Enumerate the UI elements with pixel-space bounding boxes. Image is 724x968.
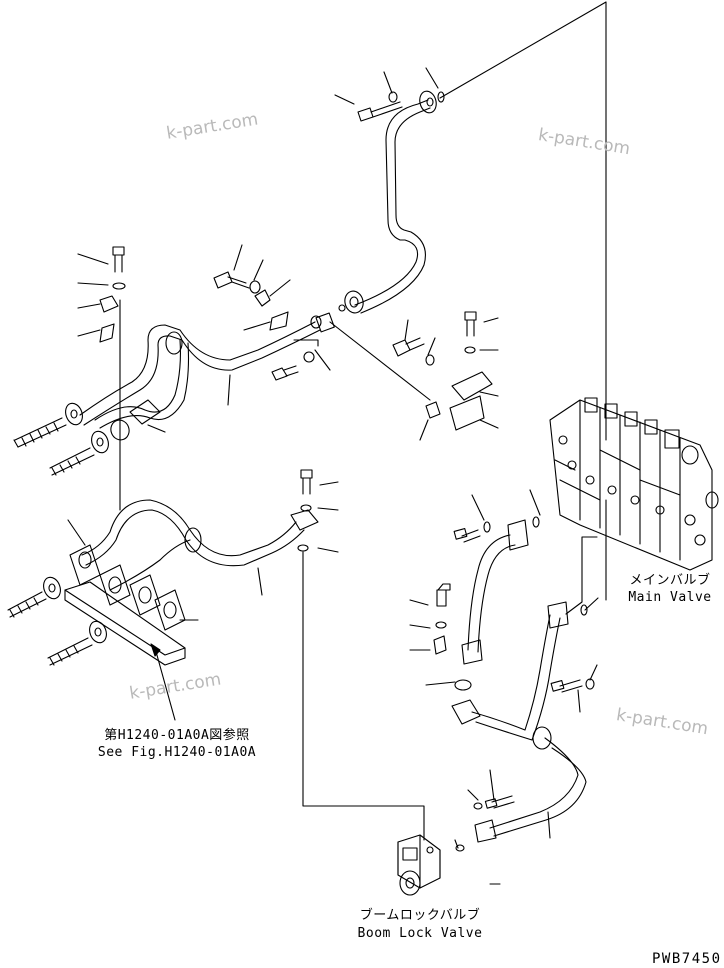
boom-lock-valve-label-jp: ブームロックバルブ [359,908,481,923]
upper-left-pipe [79,312,431,429]
hose-lines [119,1,607,841]
main-valve [549,397,719,571]
reference-label-en: See Fig.H1240-01A0A [97,745,257,760]
upper-left-fittings [13,399,161,476]
bolt-stack-left [77,246,126,343]
main-valve-label-en: Main Valve [628,590,712,605]
boom-lock-valve-label-en: Boom Lock Valve [357,926,483,941]
clamp-bracket-mid [147,244,331,433]
right-bracket-group [392,311,499,441]
lower-right-pipes [409,489,599,852]
reference-label-jp: 第H1240-01A0A図参照 [104,728,250,743]
bolt-top [334,67,439,122]
bolt-stack-center [257,469,339,596]
clamp-bracket-assembly [7,519,199,721]
upper-center-pipe [338,90,445,314]
main-valve-label-jp: メインバルブ [629,573,711,588]
drawing-code: PWB7450 [652,951,722,967]
boom-lock-valve [397,834,501,896]
middle-left-pipe [81,499,319,591]
